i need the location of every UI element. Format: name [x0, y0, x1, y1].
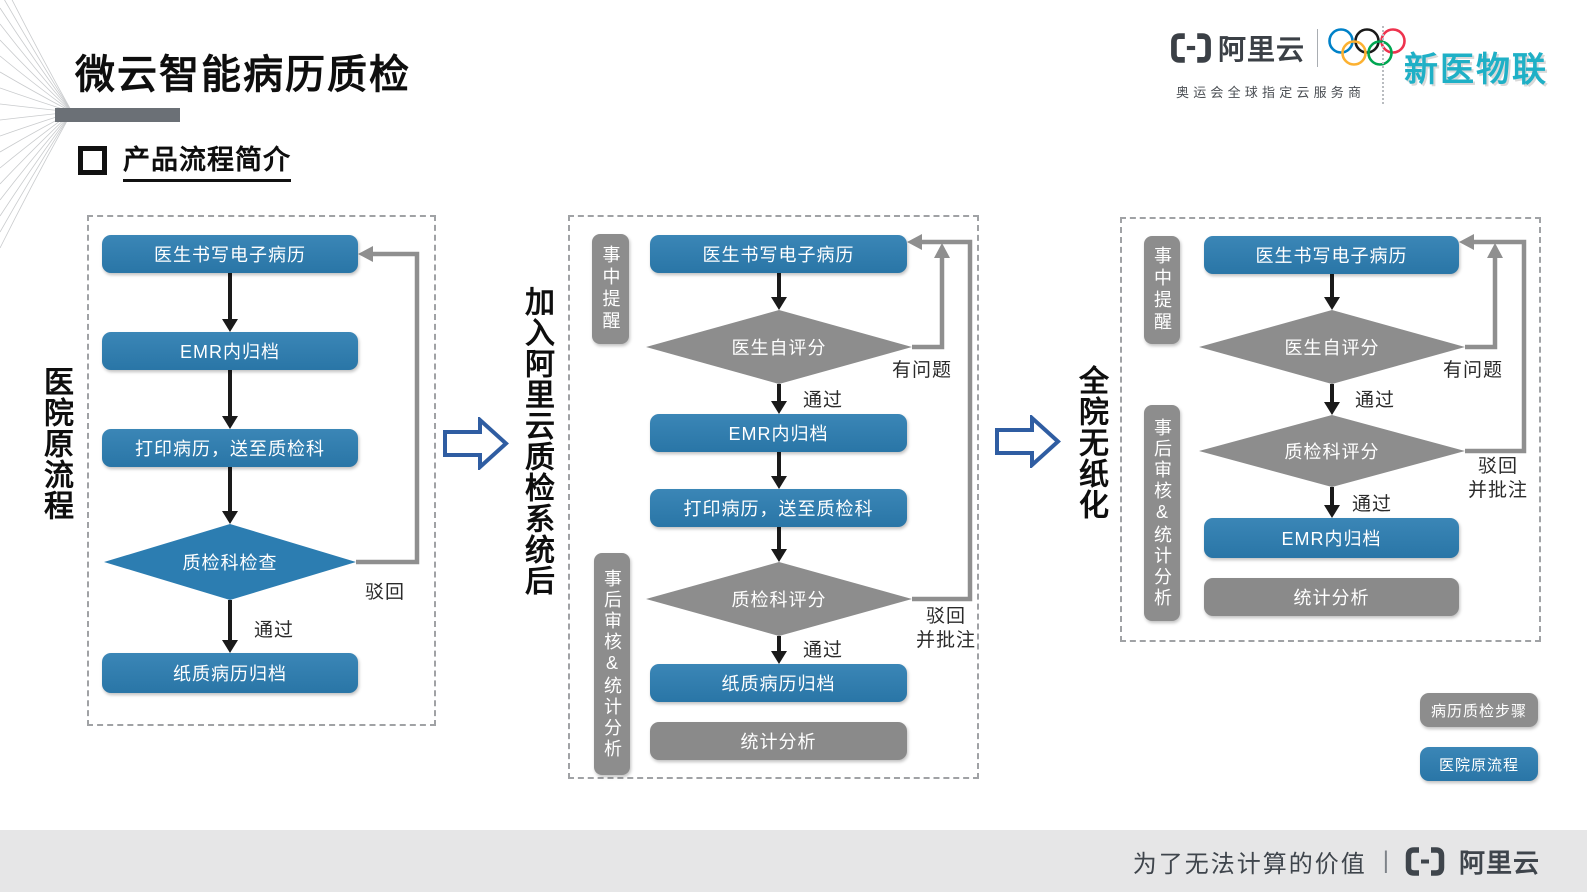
reject-annotate-label: 驳回 并批注 — [907, 605, 985, 653]
problem-label: 有问题 — [1443, 360, 1504, 381]
flow-arrowhead — [771, 401, 787, 414]
page-title: 微云智能病历质检 — [75, 53, 411, 97]
decision-self-score-label: 医生自评分 — [1284, 338, 1380, 358]
step-statistics: 统计分析 — [650, 722, 907, 760]
section-title: 产品流程简介 — [123, 138, 291, 182]
decision-qc-score-label: 质检科评分 — [1284, 442, 1380, 462]
transition-arrow-icon — [443, 417, 509, 470]
olympic-tagline: 奥运会全球指定云服务商 — [1176, 85, 1366, 100]
problem-return-arrowhead — [934, 243, 950, 258]
reject-return-arrowhead — [907, 234, 922, 250]
pass-label: 通过 — [1352, 494, 1393, 515]
step-emr-archive: EMR内归档 — [102, 332, 358, 370]
pass-label: 通过 — [803, 640, 844, 661]
legend-original-flow: 医院原流程 — [1420, 747, 1538, 781]
alicloud-bracket-icon — [1171, 33, 1211, 63]
pass-label: 通过 — [254, 620, 295, 641]
flow-arrowhead — [222, 511, 238, 524]
reject-return-line — [356, 251, 420, 565]
step-print-send: 打印病历，送至质检科 — [102, 429, 358, 467]
flow-arrowhead — [1324, 297, 1340, 310]
transition-to-paperless-label: 全院无纸化 — [1074, 364, 1107, 520]
reject-line2: 并批注 — [1467, 480, 1528, 501]
flow-arrowhead — [771, 651, 787, 664]
pass-label: 通过 — [803, 390, 844, 411]
decision-self-score-label: 医生自评分 — [731, 338, 827, 358]
decorative-fan — [0, 0, 73, 249]
step-print-send: 打印病历，送至质检科 — [650, 489, 907, 527]
flow-arrowhead — [222, 416, 238, 429]
pass-label: 通过 — [1355, 390, 1396, 411]
legend-quality-steps: 病历质检步骤 — [1420, 693, 1538, 727]
footer-slogan: 为了无法计算的价值 — [1132, 850, 1367, 878]
problem-label: 有问题 — [892, 360, 953, 381]
flow-arrowhead — [771, 476, 787, 489]
reject-return-line — [912, 239, 973, 602]
reject-return-line — [1465, 239, 1527, 454]
transition-to-cloud-label: 加入阿里云质检系统后 — [520, 286, 553, 596]
bracket-dash — [1186, 45, 1196, 51]
step-emr-archive: EMR内归档 — [650, 414, 907, 452]
decision-inspection-label: 质检科检查 — [182, 553, 278, 573]
product-name: 新医物联 — [1404, 51, 1548, 89]
reject-return-arrowhead — [358, 246, 373, 262]
flow-arrowhead — [771, 549, 787, 562]
panel-fully-paperless: 事中提醒 事后审核&统计分析 医生书写电子病历 医生自评分 有问题 通过 质检科… — [1120, 217, 1541, 642]
tag-realtime-reminder: 事中提醒 — [1144, 236, 1180, 344]
problem-return-arrowhead — [1487, 243, 1503, 258]
reject-return-arrowhead — [1459, 234, 1474, 250]
tag-post-review-stats: 事后审核&统计分析 — [1144, 405, 1180, 621]
tag-post-review-stats: 事后审核&统计分析 — [594, 553, 630, 775]
reject-label: 驳回 — [365, 582, 406, 603]
step-paper-archive: 纸质病历归档 — [650, 664, 907, 702]
problem-return-line — [912, 257, 945, 350]
flow-arrowhead — [1324, 402, 1340, 415]
tag-realtime-reminder: 事中提醒 — [592, 234, 629, 344]
reject-line2: 并批注 — [915, 630, 976, 651]
alicloud-wordmark: 阿里云 — [1218, 34, 1306, 65]
flow-arrowhead — [771, 297, 787, 310]
panel-after-alicloud-qc: 事中提醒 事后审核&统计分析 医生书写电子病历 医生自评分 有问题 通过 EMR… — [568, 215, 979, 779]
reject-annotate-label: 驳回 并批注 — [1460, 455, 1536, 503]
step-emr-archive: EMR内归档 — [1204, 518, 1459, 558]
reject-line1: 驳回 — [1477, 456, 1518, 477]
panel-hospital-original-flow: 医生书写电子病历 EMR内归档 打印病历，送至质检科 质检科检查 通过 驳回 纸… — [87, 215, 436, 726]
title-accent-bar — [55, 108, 180, 122]
left-panel-side-label: 医院原流程 — [39, 365, 72, 521]
footer-separator: | — [1382, 847, 1389, 874]
flow-arrowhead — [222, 640, 238, 653]
logo-separator — [1317, 29, 1319, 67]
left-panel-connectors — [104, 246, 420, 653]
flow-arrowhead — [1324, 505, 1340, 518]
transition-arrow-icon — [995, 415, 1061, 468]
problem-return-line — [1465, 257, 1498, 350]
section-bullet-icon — [78, 145, 107, 175]
alicloud-logo-block: 阿里云 — [1170, 28, 1407, 68]
brand-dotted-divider — [1382, 26, 1384, 104]
footer: 为了无法计算的价值 | 阿里云 — [0, 830, 1587, 892]
step-doctor-writes-emr: 医生书写电子病历 — [1204, 236, 1459, 274]
olympic-rings-icon — [1328, 28, 1406, 66]
step-doctor-writes-emr: 医生书写电子病历 — [102, 235, 358, 273]
section-header: 产品流程简介 — [78, 138, 291, 182]
step-doctor-writes-emr: 医生书写电子病历 — [650, 235, 907, 273]
footer-brand: 阿里云 — [1458, 847, 1540, 878]
step-paper-archive: 纸质病历归档 — [102, 653, 358, 693]
step-statistics: 统计分析 — [1204, 578, 1459, 616]
reject-line1: 驳回 — [925, 606, 966, 627]
right-panel-connectors — [1199, 234, 1527, 518]
footer-alicloud-bracket-icon — [1405, 846, 1445, 876]
flow-arrowhead — [222, 319, 238, 332]
decision-qc-score-label: 质检科评分 — [731, 590, 827, 610]
